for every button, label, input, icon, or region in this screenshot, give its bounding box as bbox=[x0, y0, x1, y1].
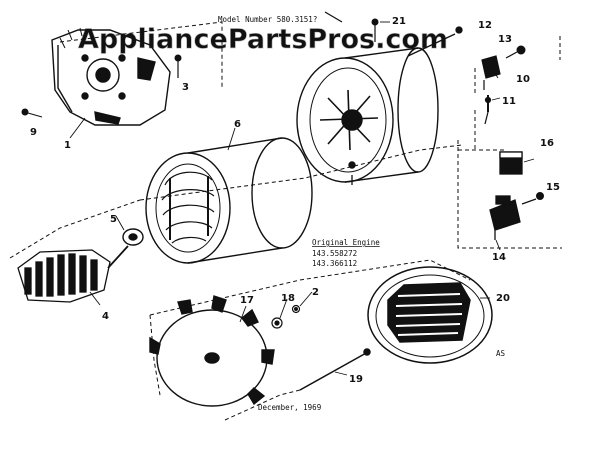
switch bbox=[481, 55, 501, 90]
bearing bbox=[122, 228, 144, 246]
label-part-13: 13 bbox=[498, 34, 512, 45]
label-part-12: 12 bbox=[478, 20, 492, 31]
stator-shell bbox=[145, 137, 313, 264]
engine-note-line-1: 143.558272 bbox=[312, 249, 357, 258]
rear-housing bbox=[296, 47, 439, 183]
screw-3 bbox=[174, 54, 182, 78]
label-part-14: 14 bbox=[492, 252, 506, 263]
capacitor bbox=[499, 151, 523, 175]
engine-note-heading: Original Engine bbox=[312, 238, 380, 247]
rotor bbox=[17, 245, 129, 303]
leader-lines bbox=[69, 21, 535, 376]
label-part-18: 18 bbox=[281, 293, 295, 304]
label-part-11: 11 bbox=[502, 96, 516, 107]
assembly-outline bbox=[9, 21, 562, 421]
bracket bbox=[489, 195, 521, 240]
screw-15 bbox=[521, 192, 544, 205]
diagram-date: December, 1969 bbox=[258, 403, 321, 412]
label-part-6: 6 bbox=[234, 119, 241, 130]
label-part-2: 2 bbox=[312, 287, 319, 298]
label-part-19: 19 bbox=[349, 374, 363, 385]
engine-note: Original Engine 143.558272 143.366112 bbox=[312, 238, 380, 268]
washer-2 bbox=[291, 304, 301, 314]
watermark: AppliancePartsPros.com bbox=[78, 24, 448, 55]
screw-9 bbox=[21, 108, 43, 118]
label-part-1: 1 bbox=[64, 140, 71, 151]
end-housing bbox=[51, 27, 171, 126]
label-part-5: 5 bbox=[110, 214, 117, 225]
label-part-17: 17 bbox=[240, 295, 254, 306]
label-part-16: 16 bbox=[540, 138, 554, 149]
diagram-code: AS bbox=[496, 349, 506, 358]
fastener-12 bbox=[407, 26, 463, 57]
through-bolt bbox=[299, 348, 371, 391]
label-part-21: 21 bbox=[392, 16, 406, 27]
label-part-9: 9 bbox=[30, 127, 37, 138]
end-cover bbox=[367, 266, 493, 364]
model-number: Model Number 580.3151? bbox=[218, 15, 317, 24]
label-part-3: 3 bbox=[182, 82, 189, 93]
bolt-21 bbox=[371, 18, 379, 42]
part-labels: 1 2 4 5 6 9 10 11 12 13 14 15 16 17 18 1… bbox=[30, 16, 560, 385]
rod bbox=[324, 11, 343, 23]
label-part-20: 20 bbox=[496, 293, 510, 304]
screw-13 bbox=[505, 45, 526, 59]
label-part-4: 4 bbox=[102, 311, 109, 322]
engine-note-line-2: 143.366112 bbox=[312, 259, 357, 268]
label-part-15: 15 bbox=[546, 182, 560, 193]
fan bbox=[149, 295, 275, 407]
connector bbox=[484, 95, 492, 125]
washer-18 bbox=[271, 317, 283, 329]
label-part-10: 10 bbox=[516, 74, 530, 85]
